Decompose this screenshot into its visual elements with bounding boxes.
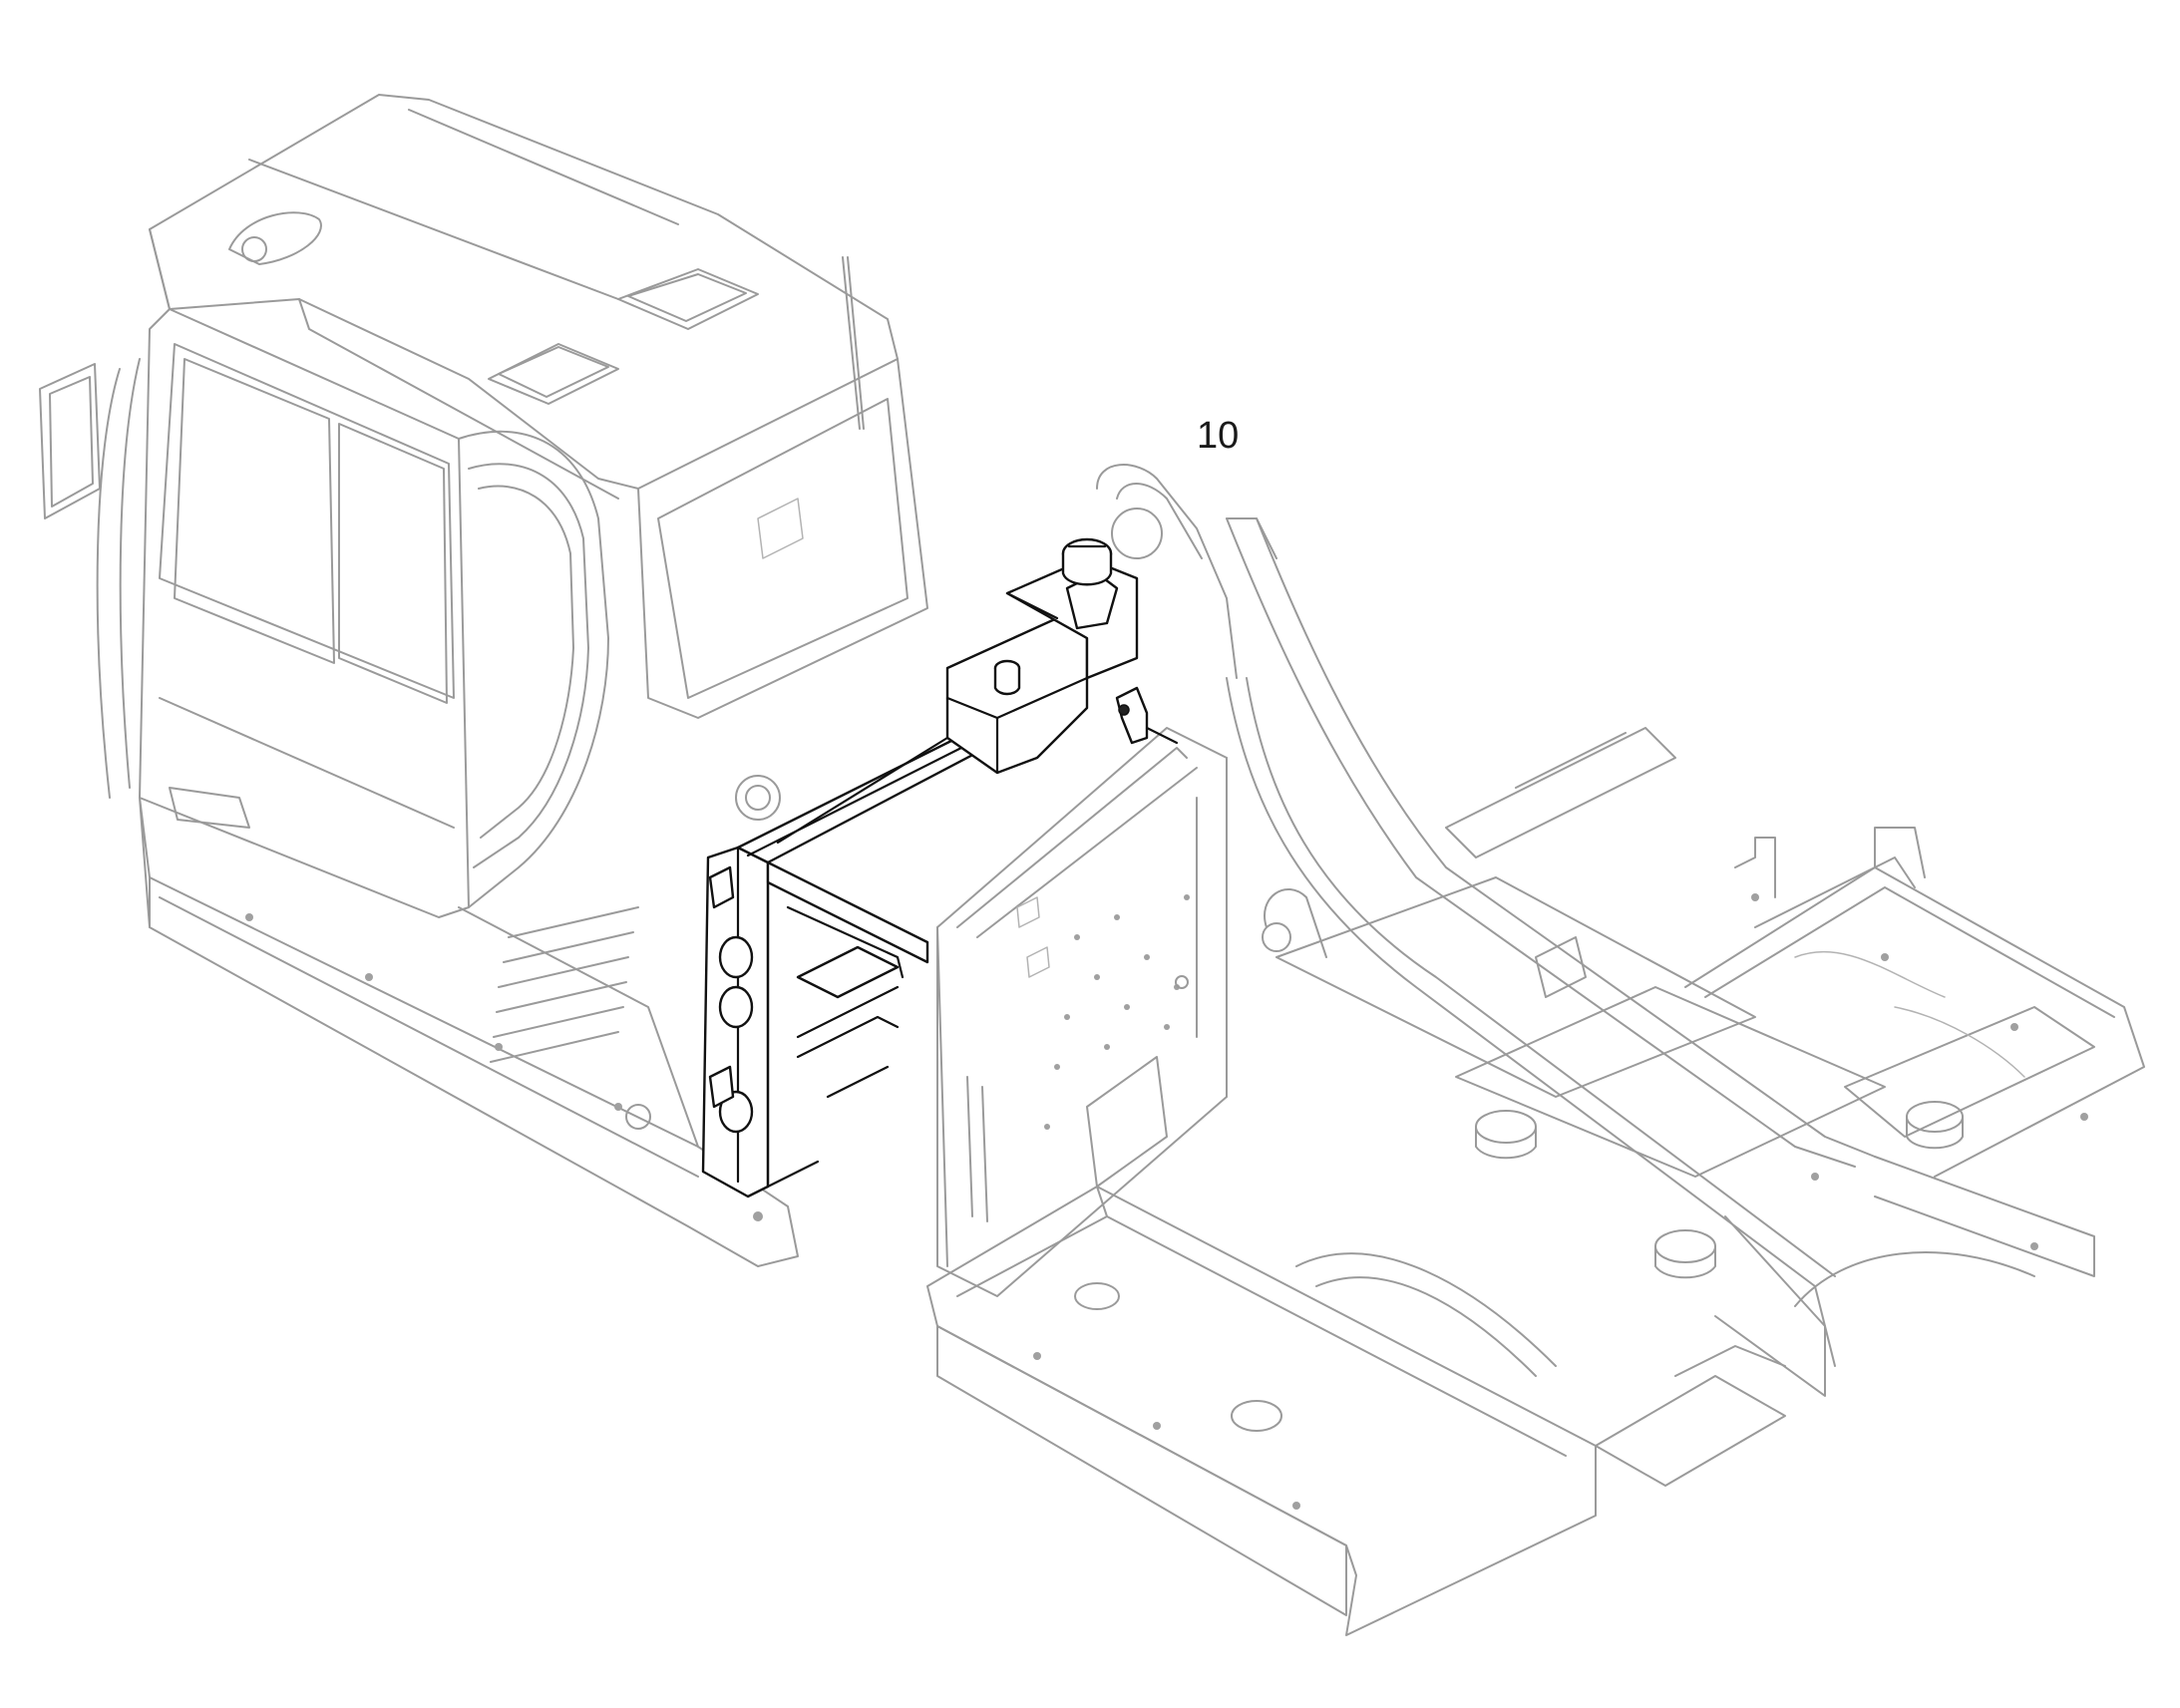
highlighted-bracket-assembly [701, 537, 1179, 1198]
callout-label: 10 [1197, 415, 1240, 457]
operator-cab [39, 94, 928, 1267]
side-panel [936, 727, 1228, 1297]
upper-frame [926, 464, 2145, 1636]
